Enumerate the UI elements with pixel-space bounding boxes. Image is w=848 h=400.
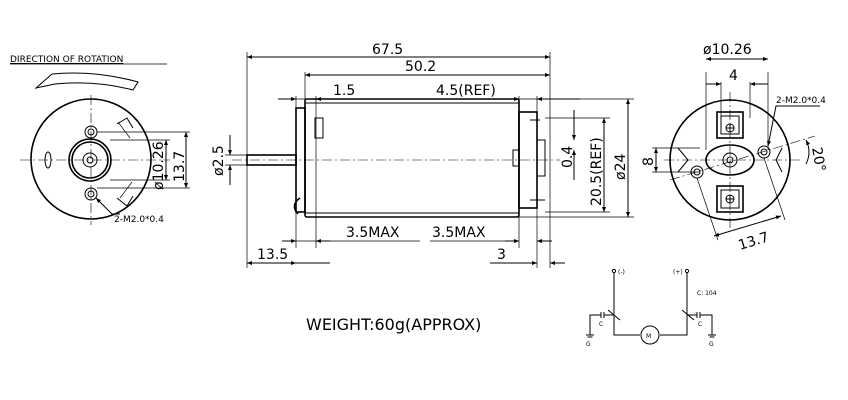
rotation-arrow-icon (34, 72, 139, 91)
overall-length-label: 67.5 (372, 42, 403, 58)
rear-holes-label: 2-M2.0*0.4 (776, 96, 826, 106)
right-cap-label: C (698, 321, 702, 328)
body-length-label: 50.2 (405, 59, 436, 75)
motor-body (304, 98, 520, 218)
weight-label: WEIGHT:60g(APPROX) (306, 315, 481, 334)
side-view: 67.5 50.2 1.5 4.5(REF) ø2.5 (211, 42, 634, 334)
motor-symbol-label: M (646, 333, 651, 340)
rear-boss-diameter-label: ø10.26 (703, 42, 752, 58)
front-boss-diameter-label: ø10.26 (151, 141, 167, 190)
gap-0-4-label: 0.4 (560, 146, 576, 168)
negative-terminal-label: (-) (618, 269, 625, 276)
direction-of-rotation-title: DIRECTION OF ROTATION (10, 55, 123, 65)
bearing-boss-label: 1.5 (333, 83, 355, 99)
front-view: DIRECTION OF ROTATION ø10.26 13.7 (10, 55, 190, 225)
wiring-schematic: (-) (+) C: 104 M C G C G (586, 268, 717, 348)
shaft-length-label: 13.5 (257, 247, 288, 263)
right-ground-label: G (709, 341, 714, 348)
max-right-label: 3.5MAX (432, 225, 486, 241)
shaft-diameter-label: ø2.5 (211, 145, 227, 176)
ref-4-5-label: 4.5(REF) (436, 83, 496, 99)
front-pcd-label: 13.7 (172, 151, 188, 182)
motor-symbol (640, 325, 660, 345)
terminal-3-label: 3 (497, 247, 506, 263)
front-holes-label: 2-M2.0*0.4 (114, 215, 164, 225)
rear-pcd-label: 13.7 (736, 229, 770, 253)
positive-terminal-label: (+) (673, 269, 683, 276)
left-cap-label: C (599, 321, 603, 328)
rear-width-4-label: 4 (729, 68, 738, 84)
ref-20-5-label: 20.5(REF) (589, 137, 605, 206)
rear-height-8-label: 8 (641, 157, 657, 166)
left-ground-label: G (586, 341, 591, 348)
rear-angle-label: 20° (808, 146, 828, 173)
capacitor-value-label: C: 104 (697, 290, 717, 297)
rear-view: ø10.26 4 (641, 42, 828, 254)
max-left-label: 3.5MAX (346, 225, 400, 241)
body-diameter-label: ø24 (613, 154, 629, 180)
